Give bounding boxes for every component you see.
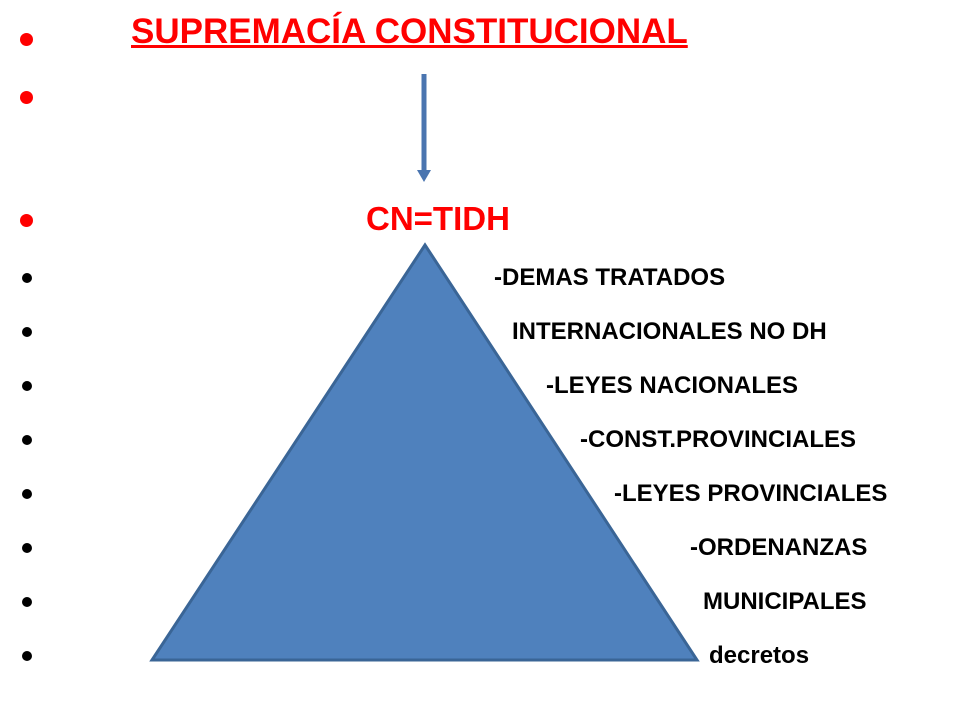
hierarchy-item-1: -DEMAS TRATADOS <box>494 264 726 291</box>
bullet-item-6 <box>22 543 32 553</box>
bullet-title <box>20 33 33 46</box>
hierarchy-item-6: -ORDENANZAS <box>690 534 868 561</box>
bullet-item-3 <box>22 381 32 391</box>
bullet-arrow <box>20 91 33 104</box>
hierarchy-item-5: -LEYES PROVINCIALES <box>614 480 888 507</box>
bullet-item-4 <box>22 435 32 445</box>
bullet-item-5 <box>22 489 32 499</box>
top-of-hierarchy-label: CN=TIDH <box>366 200 510 237</box>
bullet-item-8 <box>22 651 32 661</box>
hierarchy-item-4: -CONST.PROVINCIALES <box>580 426 857 453</box>
hierarchy-item-7: MUNICIPALES <box>703 588 867 615</box>
hierarchy-pyramid <box>149 242 700 662</box>
hierarchy-item-3: -LEYES NACIONALES <box>546 372 799 399</box>
hierarchy-item-8: decretos <box>709 642 810 669</box>
bullet-cn <box>20 214 33 227</box>
bullet-item-2 <box>22 327 32 337</box>
down-arrow-icon <box>417 74 431 182</box>
page-title: SUPREMACÍA CONSTITUCIONAL <box>131 12 688 51</box>
bullet-item-1 <box>22 273 32 283</box>
hierarchy-item-2: INTERNACIONALES NO DH <box>512 318 827 345</box>
bullet-item-7 <box>22 597 32 607</box>
